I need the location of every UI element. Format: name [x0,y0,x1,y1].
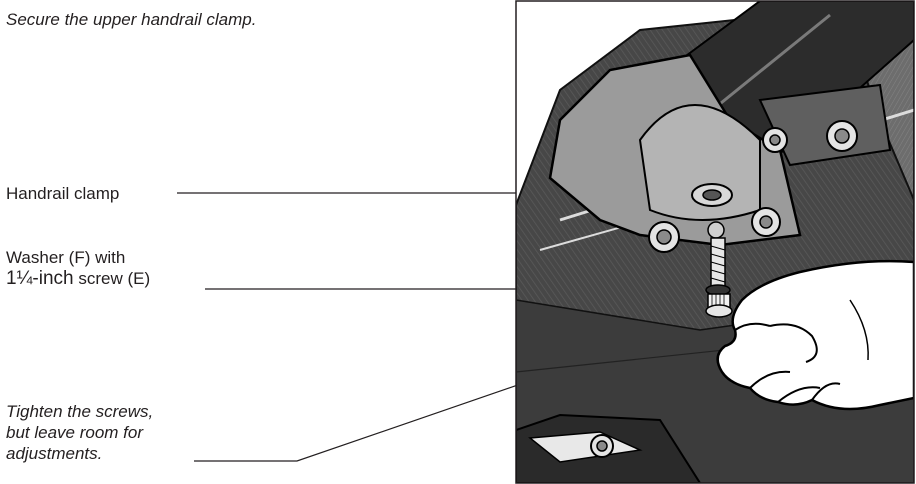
screw-with-washer [705,237,733,318]
washer-label-line1: Washer (F) with [6,248,126,267]
illustration-panel [516,1,914,483]
clamp-bolts [648,120,858,253]
illustration-border [515,0,915,484]
tighten-note-line2: but leave room for [6,423,144,442]
washer-label-line2: 1¼-inch screw (E) [6,268,150,289]
handrail-clamp-label: Handrail clamp [6,184,120,203]
screw-label-rest: screw (E) [73,269,151,288]
tighten-note-line3: adjustments. [6,444,103,463]
tighten-note-line1: Tighten the screws, [6,402,154,421]
tighten-note: Tighten the screws, but leave room for a… [6,401,153,464]
screw-size: 1¼-inch [6,268,74,289]
hand [716,259,914,411]
washer-screw-label: Washer (F) with 1¼-inch screw (E) [6,247,150,289]
instruction-heading: Secure the upper handrail clamp. [6,10,257,29]
